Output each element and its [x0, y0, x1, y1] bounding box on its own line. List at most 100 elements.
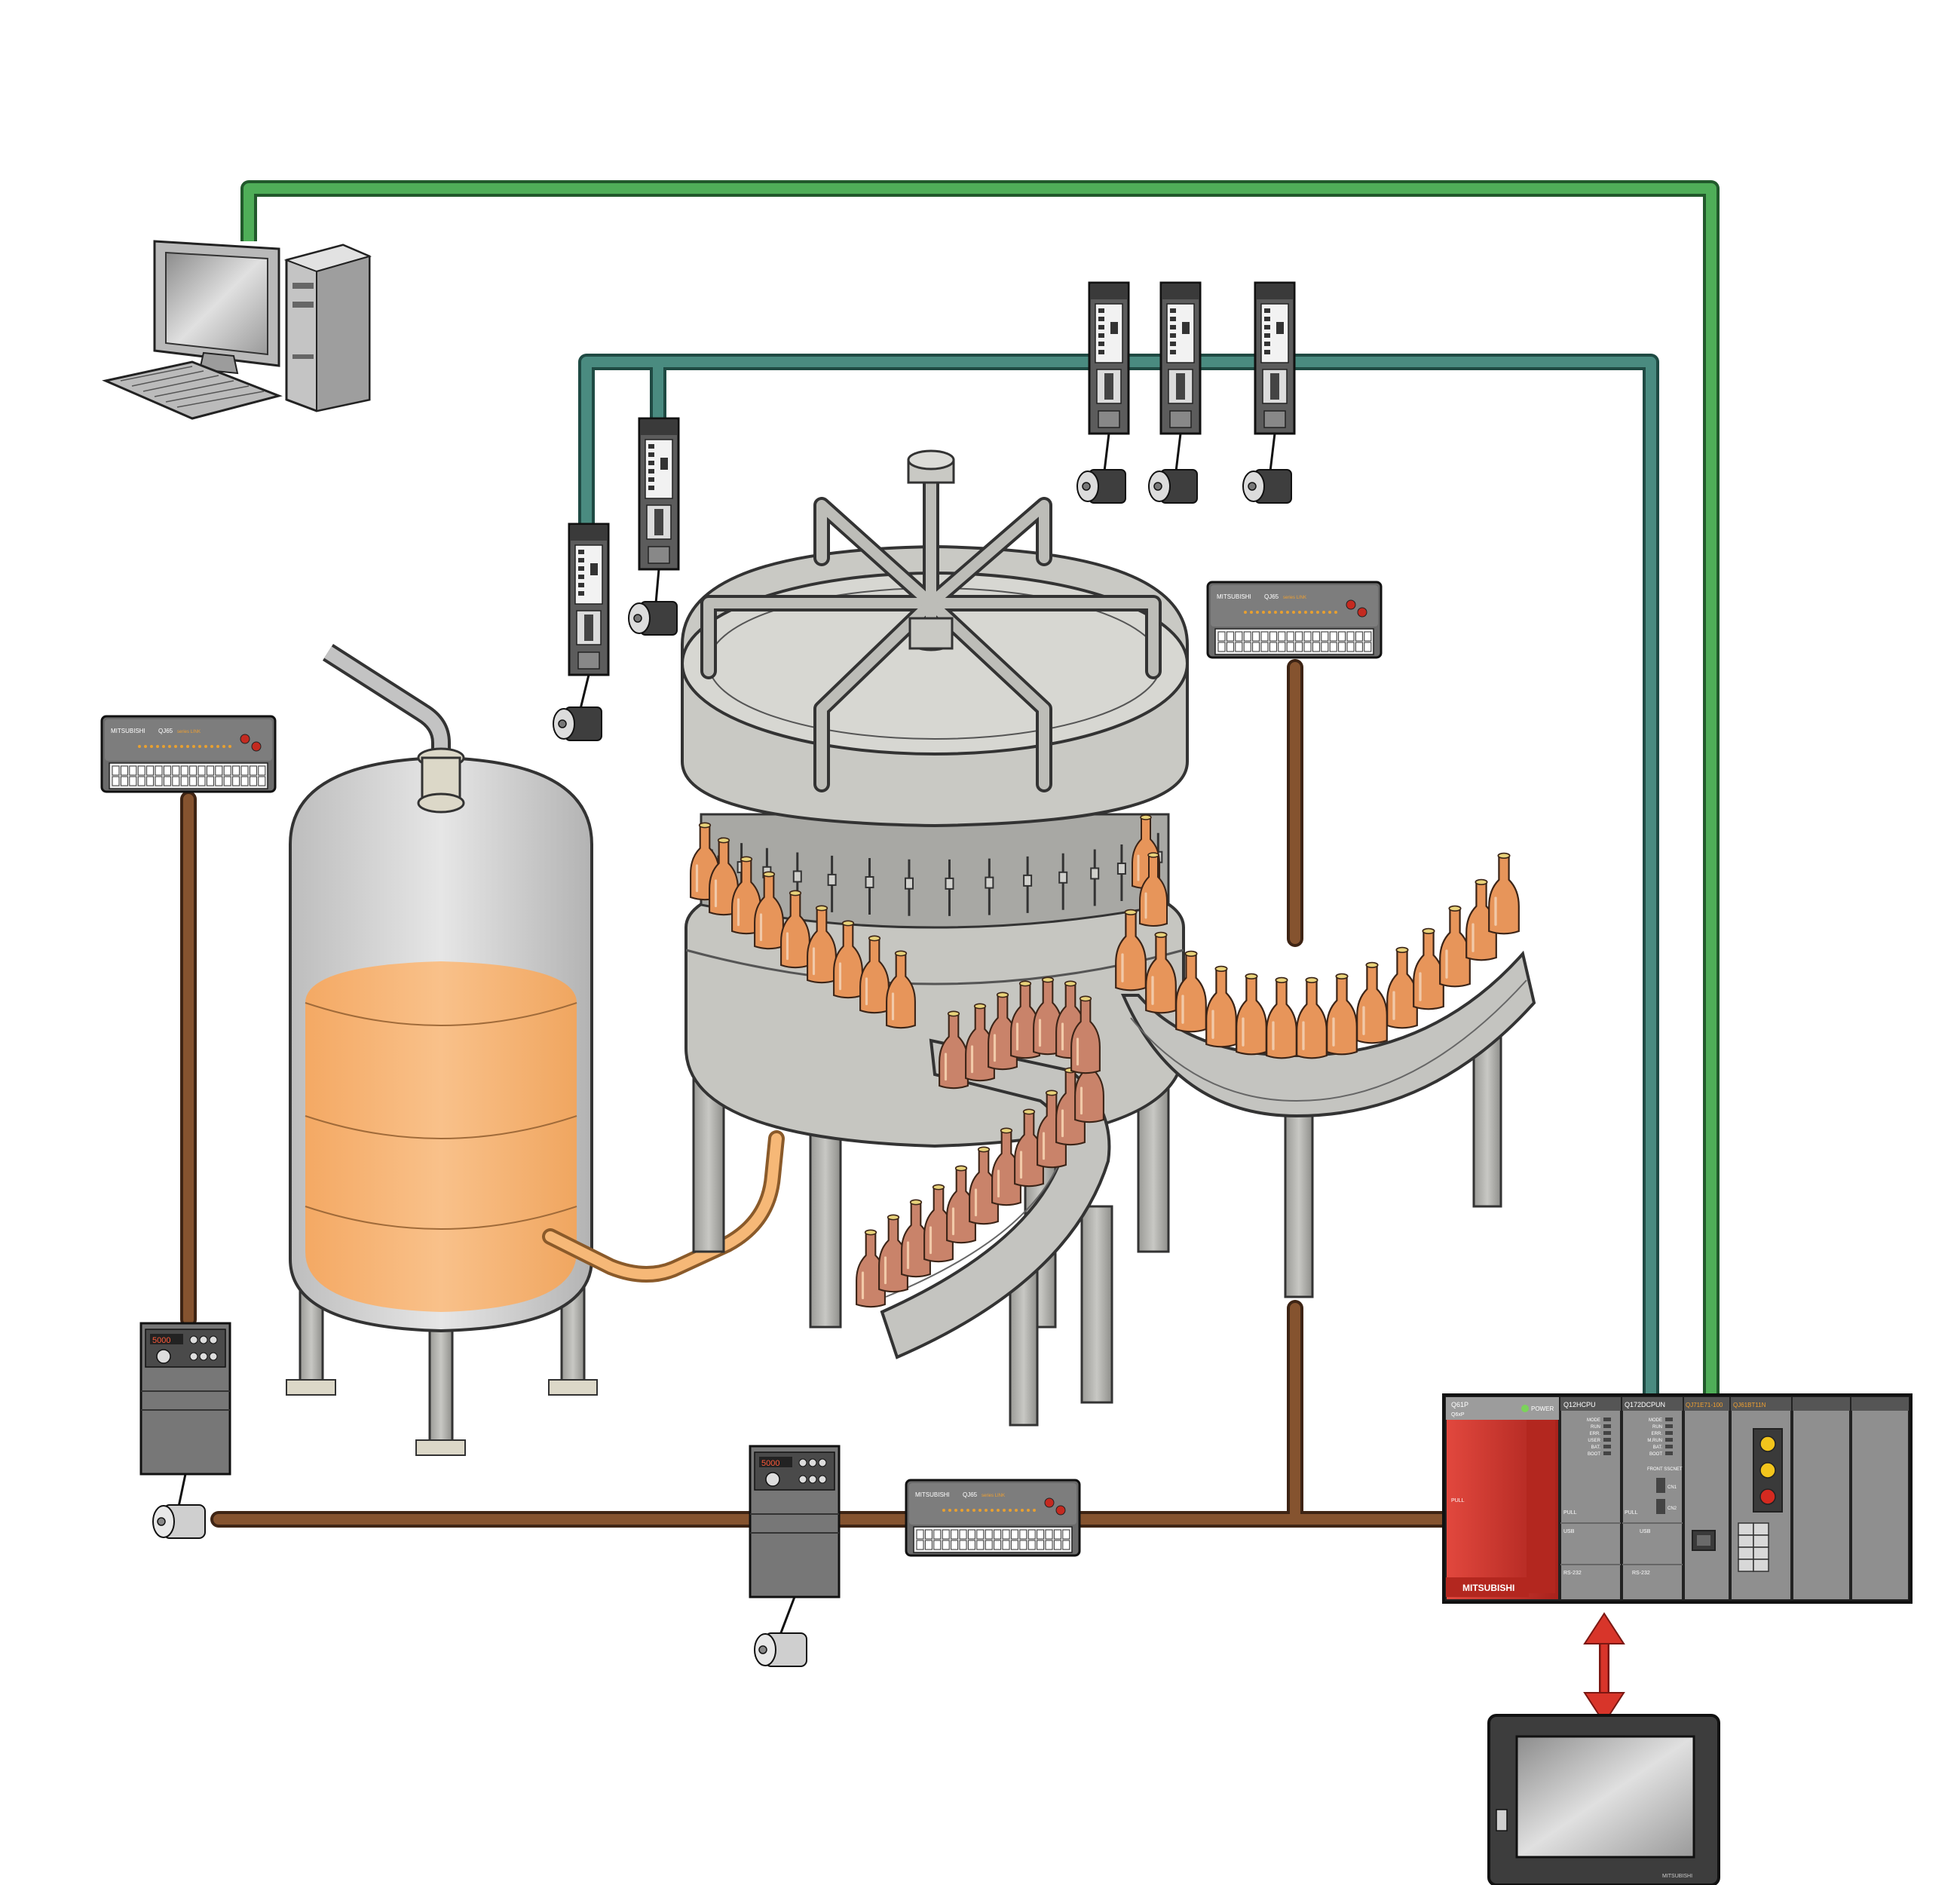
remote-io-icon: MITSUBISHI QJ65 series LINK — [100, 715, 277, 793]
power-supply-model: Q61P — [1451, 1401, 1468, 1408]
empty-bottle — [856, 1229, 886, 1308]
filled-bottle — [1266, 976, 1297, 1059]
inverter-display: 5000 — [761, 1459, 779, 1468]
cpu2-cn2: CN2 — [1668, 1506, 1677, 1511]
storage-tank — [286, 644, 785, 1456]
plc-brand: MITSUBISHI — [1462, 1583, 1514, 1593]
cpu1-model: Q12HCPU — [1563, 1401, 1596, 1408]
remote-io-brand: MITSUBISHI — [1217, 593, 1251, 600]
filled-bottle — [1356, 961, 1388, 1044]
empty-bottle — [988, 992, 1018, 1071]
ethernet-module — [1683, 1396, 1730, 1601]
power-pull-label: PULL — [1451, 1498, 1465, 1503]
cpu-led-label: RUN — [1652, 1425, 1662, 1430]
cpu-led-label: RUN — [1591, 1425, 1600, 1430]
cpu2-module — [1622, 1396, 1683, 1601]
empty-bottle — [965, 1003, 995, 1082]
ethernet-model: QJ71E71-100 — [1686, 1402, 1723, 1408]
remote-io-icon: MITSUBISHI QJ65 series LINK — [905, 1479, 1081, 1557]
remote-io-sub: series LINK — [177, 730, 201, 734]
empty-bottle — [939, 1010, 969, 1090]
cpu1-pull-label: PULL — [1563, 1510, 1577, 1516]
cpu-led-label: BAT. — [1653, 1445, 1663, 1450]
empty-bottle — [946, 1165, 976, 1244]
remote-io-brand: MITSUBISHI — [915, 1491, 950, 1498]
inverter-icon: 5000 — [139, 1322, 231, 1507]
computer-icon — [102, 240, 372, 420]
empty-bottle — [1033, 976, 1063, 1056]
servo-group — [553, 281, 1296, 741]
cpu2-front-label: FRONT SSCNET — [1647, 1467, 1683, 1472]
cpu2-cn1: CN1 — [1668, 1485, 1677, 1490]
hmi-brand: MITSUBISHI — [1662, 1874, 1692, 1879]
filled-bottle — [1413, 927, 1444, 1010]
filled-bottle — [886, 950, 916, 1029]
filled-bottle — [709, 837, 739, 916]
filled-bottle — [1296, 976, 1328, 1059]
remote-io-sub: series LINK — [982, 1494, 1005, 1498]
servo-motor-icon — [1148, 469, 1198, 504]
filled-bottle — [1205, 965, 1237, 1048]
inverter-icon: 5000 — [749, 1445, 841, 1635]
cpu1-usb-label: USB — [1563, 1529, 1575, 1534]
servo-amplifier-icon — [568, 523, 610, 710]
induction-motor-icon — [152, 1504, 206, 1539]
filled-bottle — [1145, 931, 1177, 1014]
filled-bottle — [1488, 852, 1520, 935]
hmi-link-arrow — [1583, 1612, 1625, 1724]
empty-bottle — [1037, 1090, 1067, 1169]
servo-motor-icon — [1076, 469, 1126, 504]
filled-bottle — [1139, 852, 1168, 927]
remote-io-brand: MITSUBISHI — [111, 728, 145, 734]
bottle-conveyors — [856, 852, 1536, 1427]
cpu1-module — [1560, 1396, 1622, 1601]
cpu2-pull-label: PULL — [1625, 1510, 1638, 1516]
cpu-led-label: BAT. — [1591, 1445, 1601, 1450]
remote-io-icon: MITSUBISHI QJ65 series LINK — [1206, 581, 1383, 659]
cpu-led-label: ERR. — [1590, 1432, 1601, 1436]
remote-io-model: QJ65 — [963, 1491, 978, 1498]
servo-amplifier-icon — [638, 417, 680, 604]
servo-motor-icon — [553, 706, 602, 741]
plc-rack-icon: Q61P Q6xP POWER PULL MITSUBISHI Q12HCPU … — [1442, 1393, 1913, 1604]
filled-bottle — [859, 935, 890, 1014]
cpu-led-label: USER — [1588, 1439, 1600, 1443]
power-supply-sub: Q6xP — [1451, 1412, 1465, 1418]
cpu-led-label: M.RUN — [1647, 1439, 1662, 1443]
servo-amplifier-icon — [1088, 281, 1130, 472]
servo-amplifier-icon — [1254, 281, 1296, 472]
filled-bottle — [1326, 973, 1358, 1056]
hmi-panel-icon: MITSUBISHI — [1487, 1714, 1720, 1885]
empty-bottle — [1070, 995, 1101, 1074]
inverter-display: 5000 — [152, 1336, 170, 1345]
cpu-led-label: BOOT — [1649, 1452, 1662, 1457]
remote-io-sub: series LINK — [1283, 596, 1306, 600]
filled-bottle — [1115, 909, 1147, 992]
servo-motor-icon — [1242, 469, 1292, 504]
induction-motor-icon — [754, 1632, 807, 1667]
filled-bottle — [833, 920, 863, 999]
servo-amplifier-icon — [1159, 281, 1202, 472]
filled-bottle — [780, 890, 810, 969]
power-led — [1521, 1405, 1529, 1412]
empty-bottle — [901, 1199, 931, 1278]
cpu-led-label: MODE — [1587, 1418, 1600, 1423]
cpu-led-label: MODE — [1649, 1418, 1662, 1423]
power-label: POWER — [1531, 1405, 1554, 1412]
cpu1-rs-label: RS-232 — [1563, 1571, 1582, 1576]
cpu2-model: Q172DCPUN — [1625, 1401, 1665, 1408]
cpu2-rs-label: RS-232 — [1632, 1571, 1650, 1576]
servo-motor-icon — [628, 601, 678, 636]
filled-bottle — [1236, 973, 1267, 1056]
remote-io-model: QJ65 — [1264, 593, 1279, 600]
filled-bottle — [731, 856, 761, 935]
filled-bottle — [1175, 950, 1207, 1033]
cpu2-usb-label: USB — [1640, 1529, 1651, 1534]
cpu-led-label: ERR. — [1652, 1432, 1663, 1436]
cclink-model: QJ61BT11N — [1733, 1402, 1766, 1408]
filled-bottle — [1439, 905, 1471, 988]
filled-bottle — [807, 905, 837, 984]
remote-io-model: QJ65 — [158, 728, 173, 734]
cpu-led-label: BOOT — [1588, 1452, 1600, 1457]
